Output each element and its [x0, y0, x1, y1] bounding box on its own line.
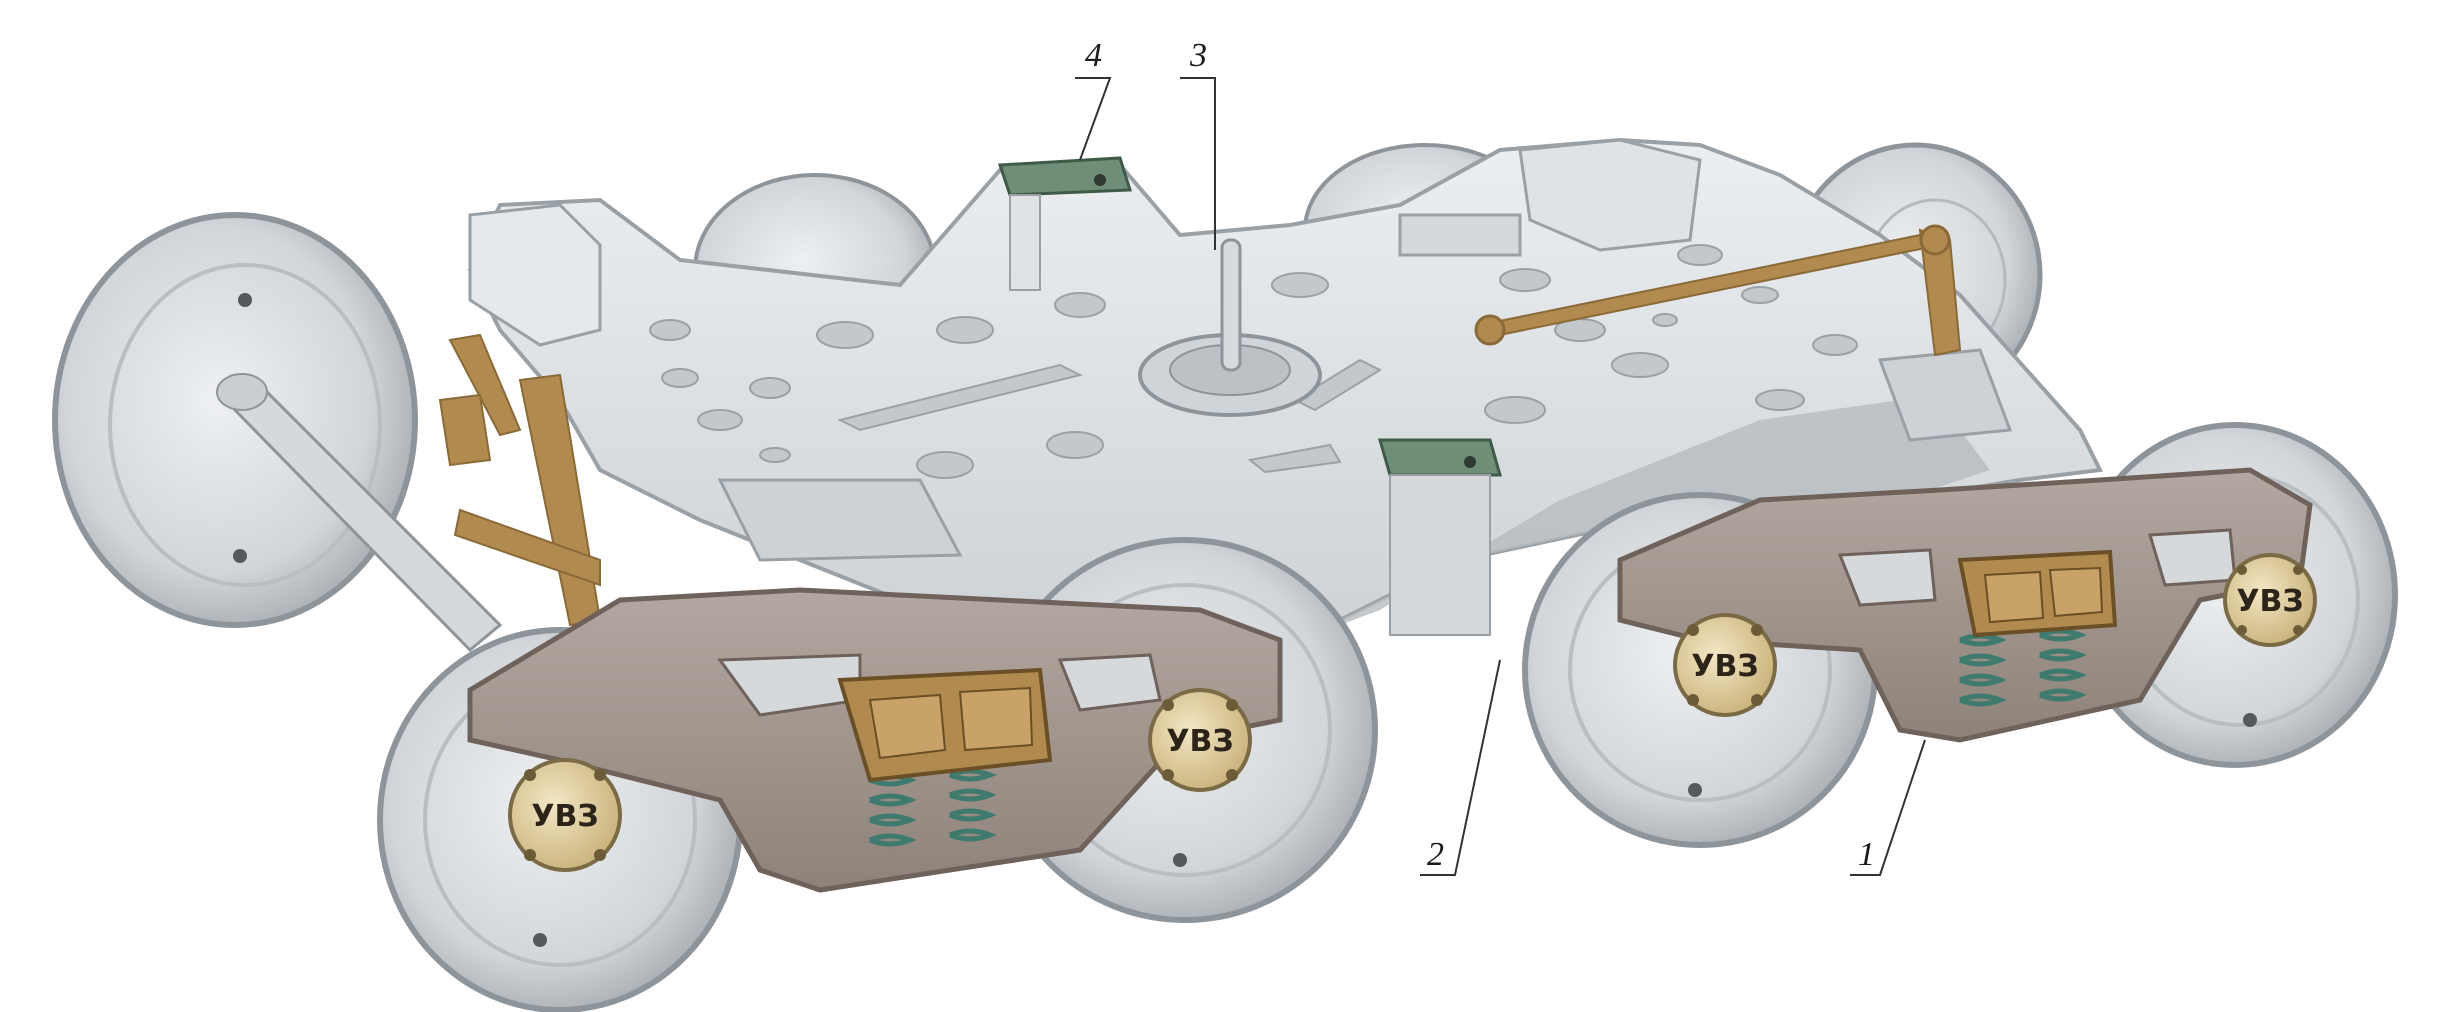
side-bearer-front [1378, 438, 1502, 477]
side-frame-right: УВЗ УВЗ [1617, 467, 2317, 743]
axle-box-marking: УВЗ [531, 799, 598, 834]
callout-2-label: 2 [1427, 836, 1444, 873]
callout-4-label: 4 [1085, 37, 1102, 74]
side-frame-left: УВЗ УВЗ [467, 587, 1283, 893]
axle-box-right-outer: УВЗ [2223, 553, 2317, 647]
bolster-slot [837, 363, 1083, 432]
left-wheelset [52, 212, 503, 653]
callout-1-leader [1850, 739, 1926, 876]
axle-box-right-inner: УВЗ [1673, 613, 1777, 717]
callout-3-label: 3 [1189, 37, 1207, 74]
callout-1-label: 1 [1858, 836, 1875, 873]
callout-2-leader [1420, 659, 1501, 876]
callouts [1075, 77, 1926, 876]
spring-nest-left [869, 768, 997, 847]
brake-rigging [438, 224, 1962, 627]
center-pin [1220, 238, 1242, 372]
axle-box-front-left: УВЗ [508, 758, 622, 872]
axle-box-marking: УВЗ [2236, 584, 2303, 619]
axle-box-marking: УВЗ [1166, 724, 1233, 759]
axle-box-marking: УВЗ [1691, 649, 1758, 684]
side-bearer-back [997, 156, 1133, 197]
side-bearers [997, 156, 1502, 636]
callout-3-leader [1180, 77, 1216, 250]
spring-nest-right [1959, 628, 2087, 707]
callout-4-leader [1075, 77, 1112, 161]
axle-box-front-mid: УВЗ [1148, 688, 1252, 792]
